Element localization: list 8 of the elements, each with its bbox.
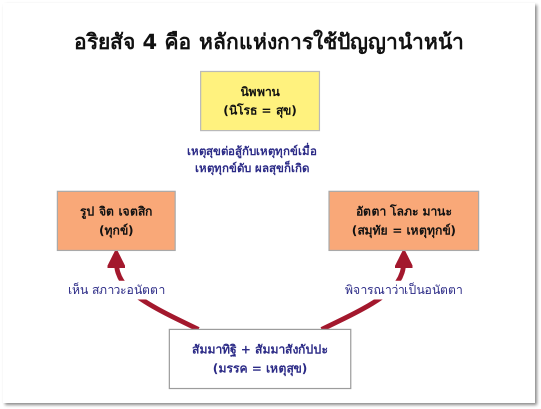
edge-label: พิจารณาว่าเป็นอนัตตา (345, 282, 463, 298)
node-box: สัมมาทิฐิ + สัมมาสังกัปปะ (มรรค = เหตุสุข) (168, 328, 352, 390)
node-box: รูป จิต เจตสิก (ทุกข์) (56, 190, 176, 252)
note-text: เหตุสุขต่อสู้กับเหตุทุกข์เมื่อเหตุทุกข์ดับ ผลสุขก็เกิด (186, 142, 318, 178)
node-box: อัตตา โลภะ มานะ (สมุทัย = เหตุทุกข์) (328, 190, 480, 252)
title: อริยสัจ 4 คือ หลักแห่งการใช้ปัญญานำหน้า (74, 28, 464, 56)
edge-label: เห็น สภาวะอนัตตา (68, 282, 165, 298)
node-box: นิพพาน (นิโรธ = สุข) (200, 70, 320, 132)
